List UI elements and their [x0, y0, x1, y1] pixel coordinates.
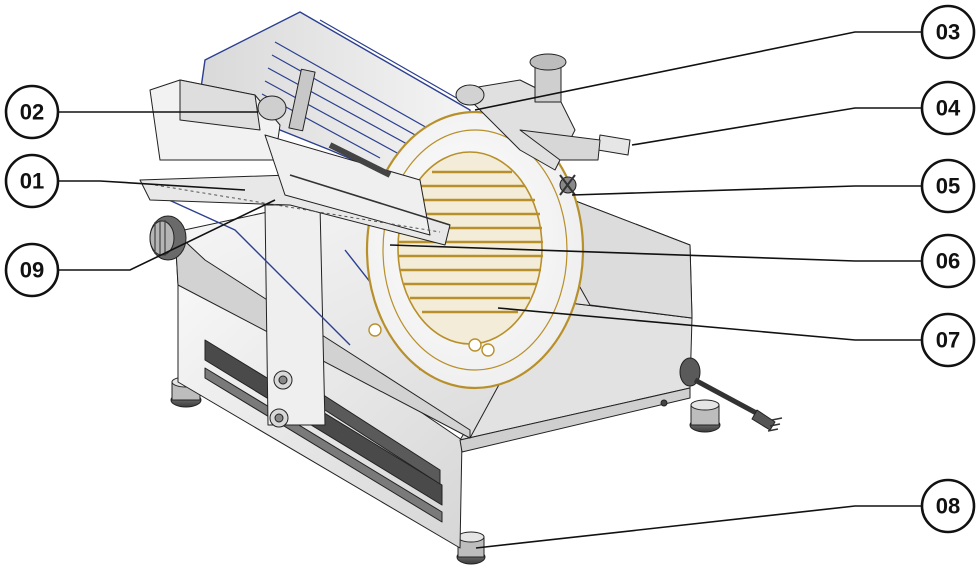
callout-circle-07	[920, 312, 976, 368]
leader-09	[58, 199, 276, 271]
support-column	[264, 204, 326, 426]
callout-circle-04	[920, 80, 976, 136]
callout-label-06: 06	[936, 249, 960, 274]
callout-circle-02	[4, 84, 60, 140]
callout-circle-01	[4, 153, 60, 209]
power-cord	[660, 357, 783, 432]
callout-label-09: 09	[20, 258, 44, 283]
callout-circle-09	[4, 242, 60, 298]
callouts: 01 02 03 04 05 06 07 08 09	[4, 4, 976, 549]
callout-circle-06	[920, 233, 976, 289]
leader-01	[58, 180, 246, 191]
callout-label-05: 05	[936, 174, 960, 199]
callout-circle-03	[920, 4, 976, 60]
callout-label-07: 07	[936, 328, 960, 353]
left-knob	[149, 215, 187, 261]
callout-label-02: 02	[20, 100, 44, 125]
callout-label-03: 03	[936, 20, 960, 45]
callout-circle-05	[920, 158, 976, 214]
callout-label-01: 01	[20, 169, 44, 194]
callout-label-08: 08	[936, 494, 960, 519]
leader-06	[389, 244, 922, 262]
leader-05	[571, 185, 922, 196]
callout-circle-08	[920, 478, 976, 534]
leader-07	[497, 307, 922, 341]
carriage	[139, 68, 451, 246]
leader-03	[474, 31, 922, 111]
leader-08	[475, 505, 922, 549]
callout-label-04: 04	[936, 96, 961, 121]
slicer-machine	[139, 11, 783, 565]
leader-04	[631, 107, 922, 146]
